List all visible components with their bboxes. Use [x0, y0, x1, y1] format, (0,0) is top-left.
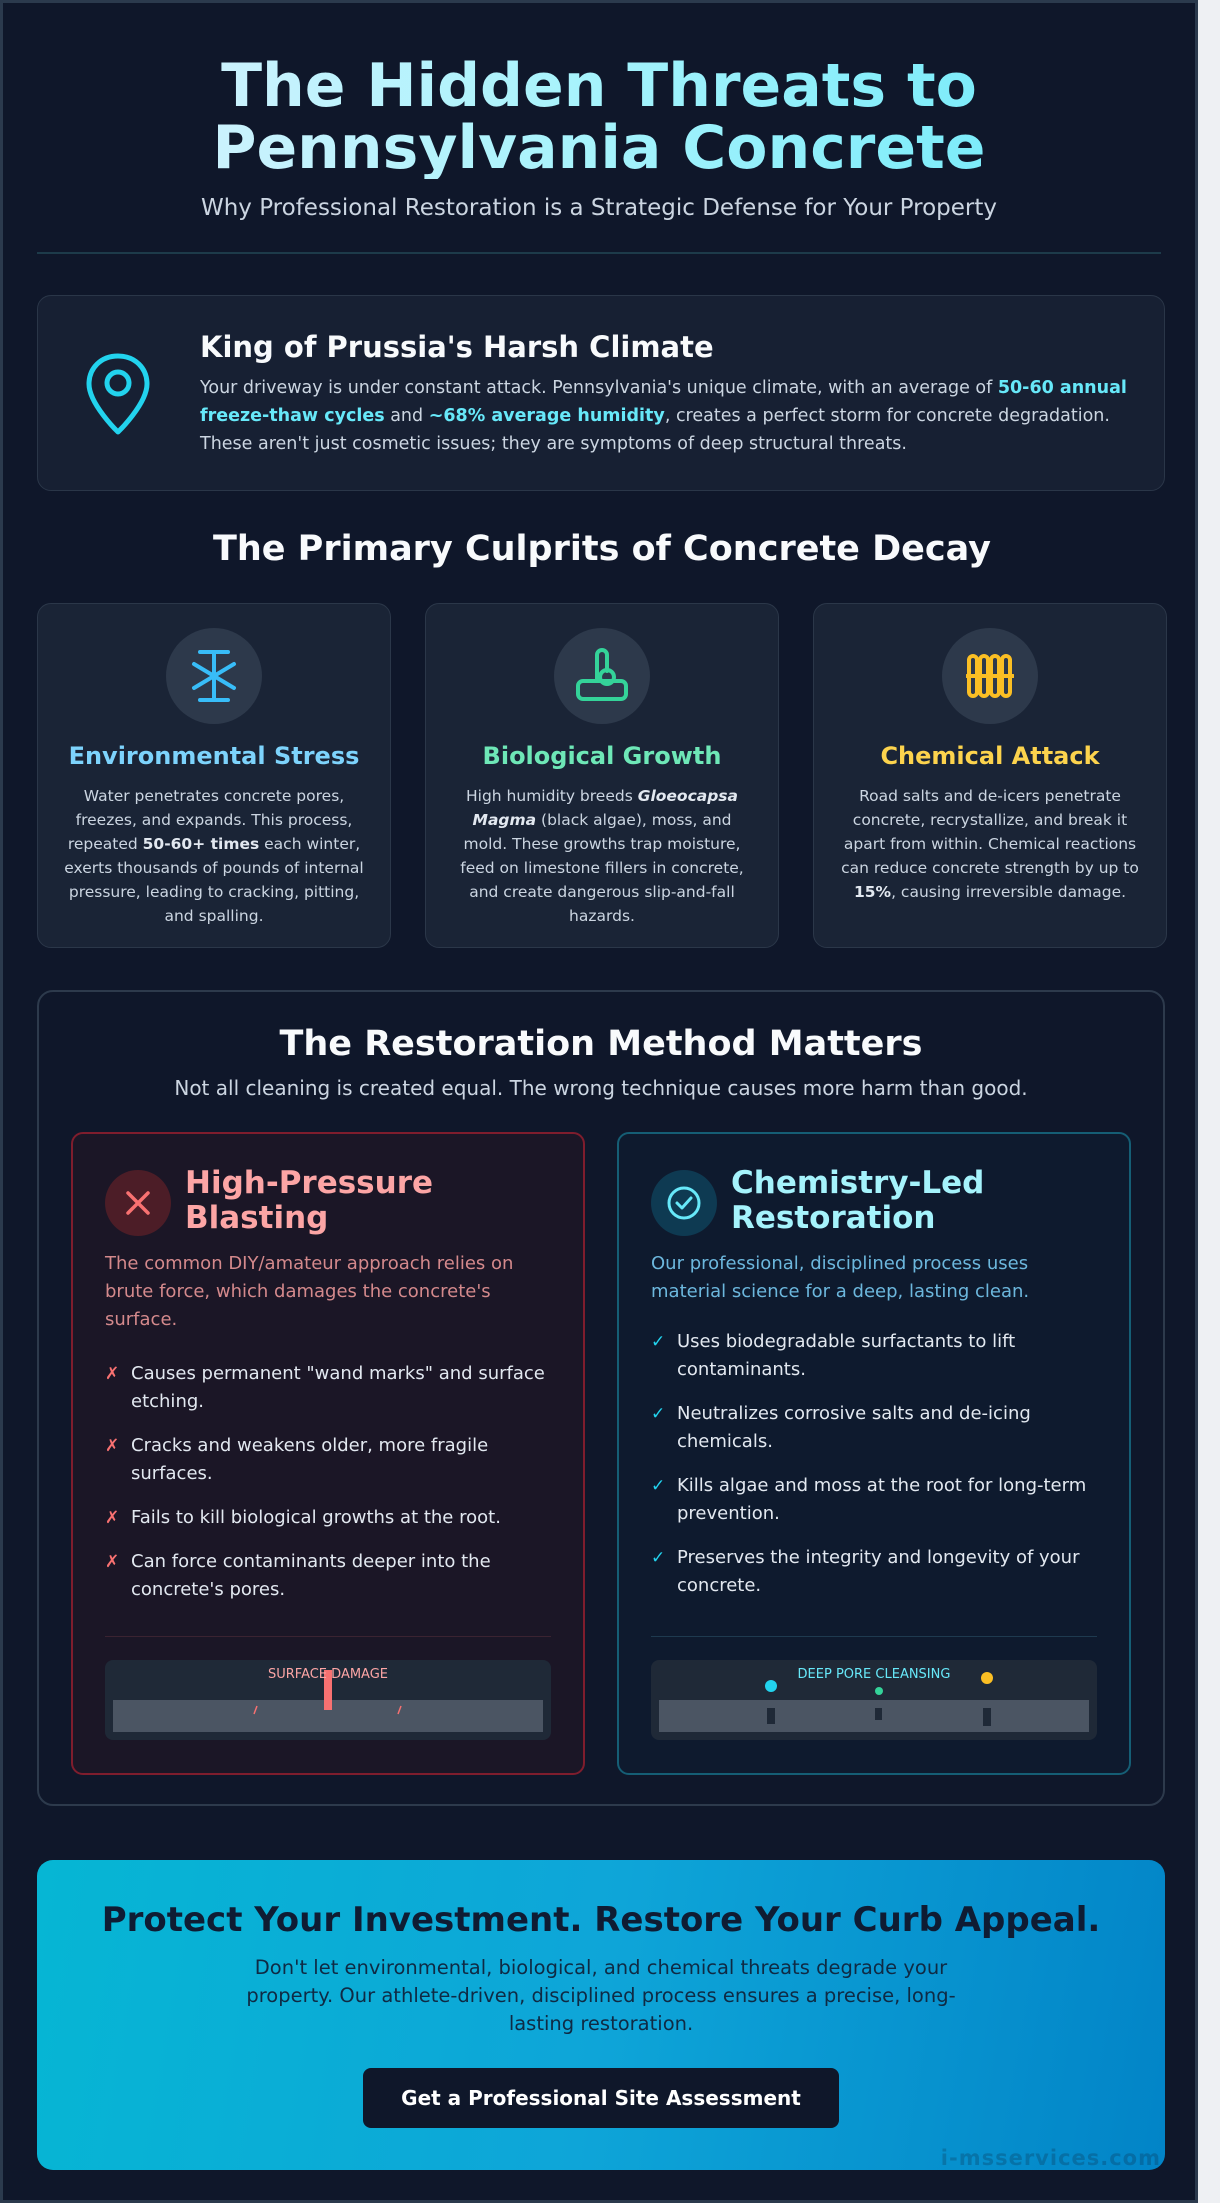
list-item: ✗Fails to kill biological growths at the…	[105, 1504, 555, 1532]
list-item: ✓Neutralizes corrosive salts and de-icin…	[651, 1400, 1101, 1456]
cross-icon: ✗	[105, 1364, 120, 1384]
viz-label: DEEP PORE CLEANSING	[798, 1667, 951, 1682]
cta-title: Protect Your Investment. Restore Your Cu…	[101, 1900, 1101, 1940]
climate-panel: King of Prussia's Harsh Climate Your dri…	[37, 295, 1165, 491]
card-text: Road salts and de-icers penetrate concre…	[841, 787, 1139, 901]
cross-icon: ✗	[105, 1436, 120, 1456]
chemistry-led-list: ✓Uses biodegradable surfactants to lift …	[651, 1328, 1101, 1616]
header: The Hidden Threats to Pennsylvania Concr…	[3, 3, 1195, 221]
card-text: Water penetrates concrete pores, freezes…	[64, 787, 364, 925]
x-icon	[126, 1191, 150, 1215]
chemistry-led-column: Chemistry-Led Restoration Our profession…	[617, 1132, 1131, 1775]
high-pressure-lead: The common DIY/amateur approach relies o…	[105, 1253, 514, 1330]
check-icon: ✓	[651, 1548, 666, 1568]
culprit-card-environmental: Environmental Stress Water penetrates co…	[37, 603, 391, 948]
culprit-card-biological: Biological Growth High humidity breeds G…	[425, 603, 779, 948]
check-icon: ✓	[651, 1404, 666, 1424]
method-subtitle: Not all cleaning is created equal. The w…	[174, 1076, 1028, 1100]
site-assessment-button[interactable]: Get a Professional Site Assessment	[363, 2068, 839, 2128]
list-item: ✗Cracks and weakens older, more fragile …	[105, 1432, 555, 1488]
high-pressure-column: High-Pressure Blasting The common DIY/am…	[71, 1132, 585, 1775]
chemistry-led-title: Chemistry-Led Restoration	[731, 1165, 985, 1236]
card-title: Chemical Attack	[880, 742, 1100, 770]
chemistry-led-lead: Our professional, disciplined process us…	[651, 1253, 1030, 1302]
list-item: ✗Causes permanent "wand marks" and surfa…	[105, 1360, 555, 1416]
page-title: The Hidden Threats to Pennsylvania Concr…	[3, 55, 1195, 179]
surface-damage-visual: SURFACE DAMAGE	[105, 1660, 551, 1740]
deep-pore-cleansing-visual: DEEP PORE CLEANSING	[651, 1660, 1097, 1740]
card-title: Biological Growth	[482, 742, 722, 770]
viz-label: SURFACE DAMAGE	[268, 1667, 388, 1682]
climate-text: Your driveway is under constant attack. …	[200, 378, 1127, 454]
check-icon: ✓	[651, 1332, 666, 1352]
page-subtitle: Why Professional Restoration is a Strate…	[200, 195, 998, 221]
watermark: i-msservices.com	[940, 2146, 1161, 2170]
list-item: ✓Preserves the integrity and longevity o…	[651, 1544, 1101, 1600]
cta-panel: Protect Your Investment. Restore Your Cu…	[37, 1860, 1165, 2170]
check-icon: ✓	[651, 1476, 666, 1496]
high-pressure-list: ✗Causes permanent "wand marks" and surfa…	[105, 1360, 555, 1620]
list-item: ✓Uses biodegradable surfactants to lift …	[651, 1328, 1101, 1384]
high-pressure-title: High-Pressure Blasting	[185, 1165, 434, 1236]
card-text: High humidity breeds Gloeocapsa Magma (b…	[460, 787, 744, 925]
list-item: ✓Kills algae and moss at the root for lo…	[651, 1472, 1101, 1528]
cta-text: Don't let environmental, biological, and…	[246, 1956, 956, 2035]
check-circle-icon	[667, 1186, 701, 1220]
cross-icon: ✗	[105, 1508, 120, 1528]
climate-title: King of Prussia's Harsh Climate	[200, 330, 714, 364]
map-pin-icon	[86, 353, 150, 435]
method-title: The Restoration Method Matters	[279, 1024, 923, 1064]
cross-icon: ✗	[105, 1552, 120, 1572]
header-divider	[37, 252, 1161, 254]
method-panel: The Restoration Method Matters Not all c…	[37, 990, 1165, 1806]
culprit-card-chemical: Chemical Attack Road salts and de-icers …	[813, 603, 1167, 948]
list-item: ✗Can force contaminants deeper into the …	[105, 1548, 555, 1604]
bacteria-icon	[576, 648, 628, 701]
card-title: Environmental Stress	[68, 742, 360, 770]
radiator-icon	[966, 654, 1014, 698]
culprits-title: The Primary Culprits of Concrete Decay	[212, 529, 992, 569]
snowflake-icon	[192, 650, 236, 702]
